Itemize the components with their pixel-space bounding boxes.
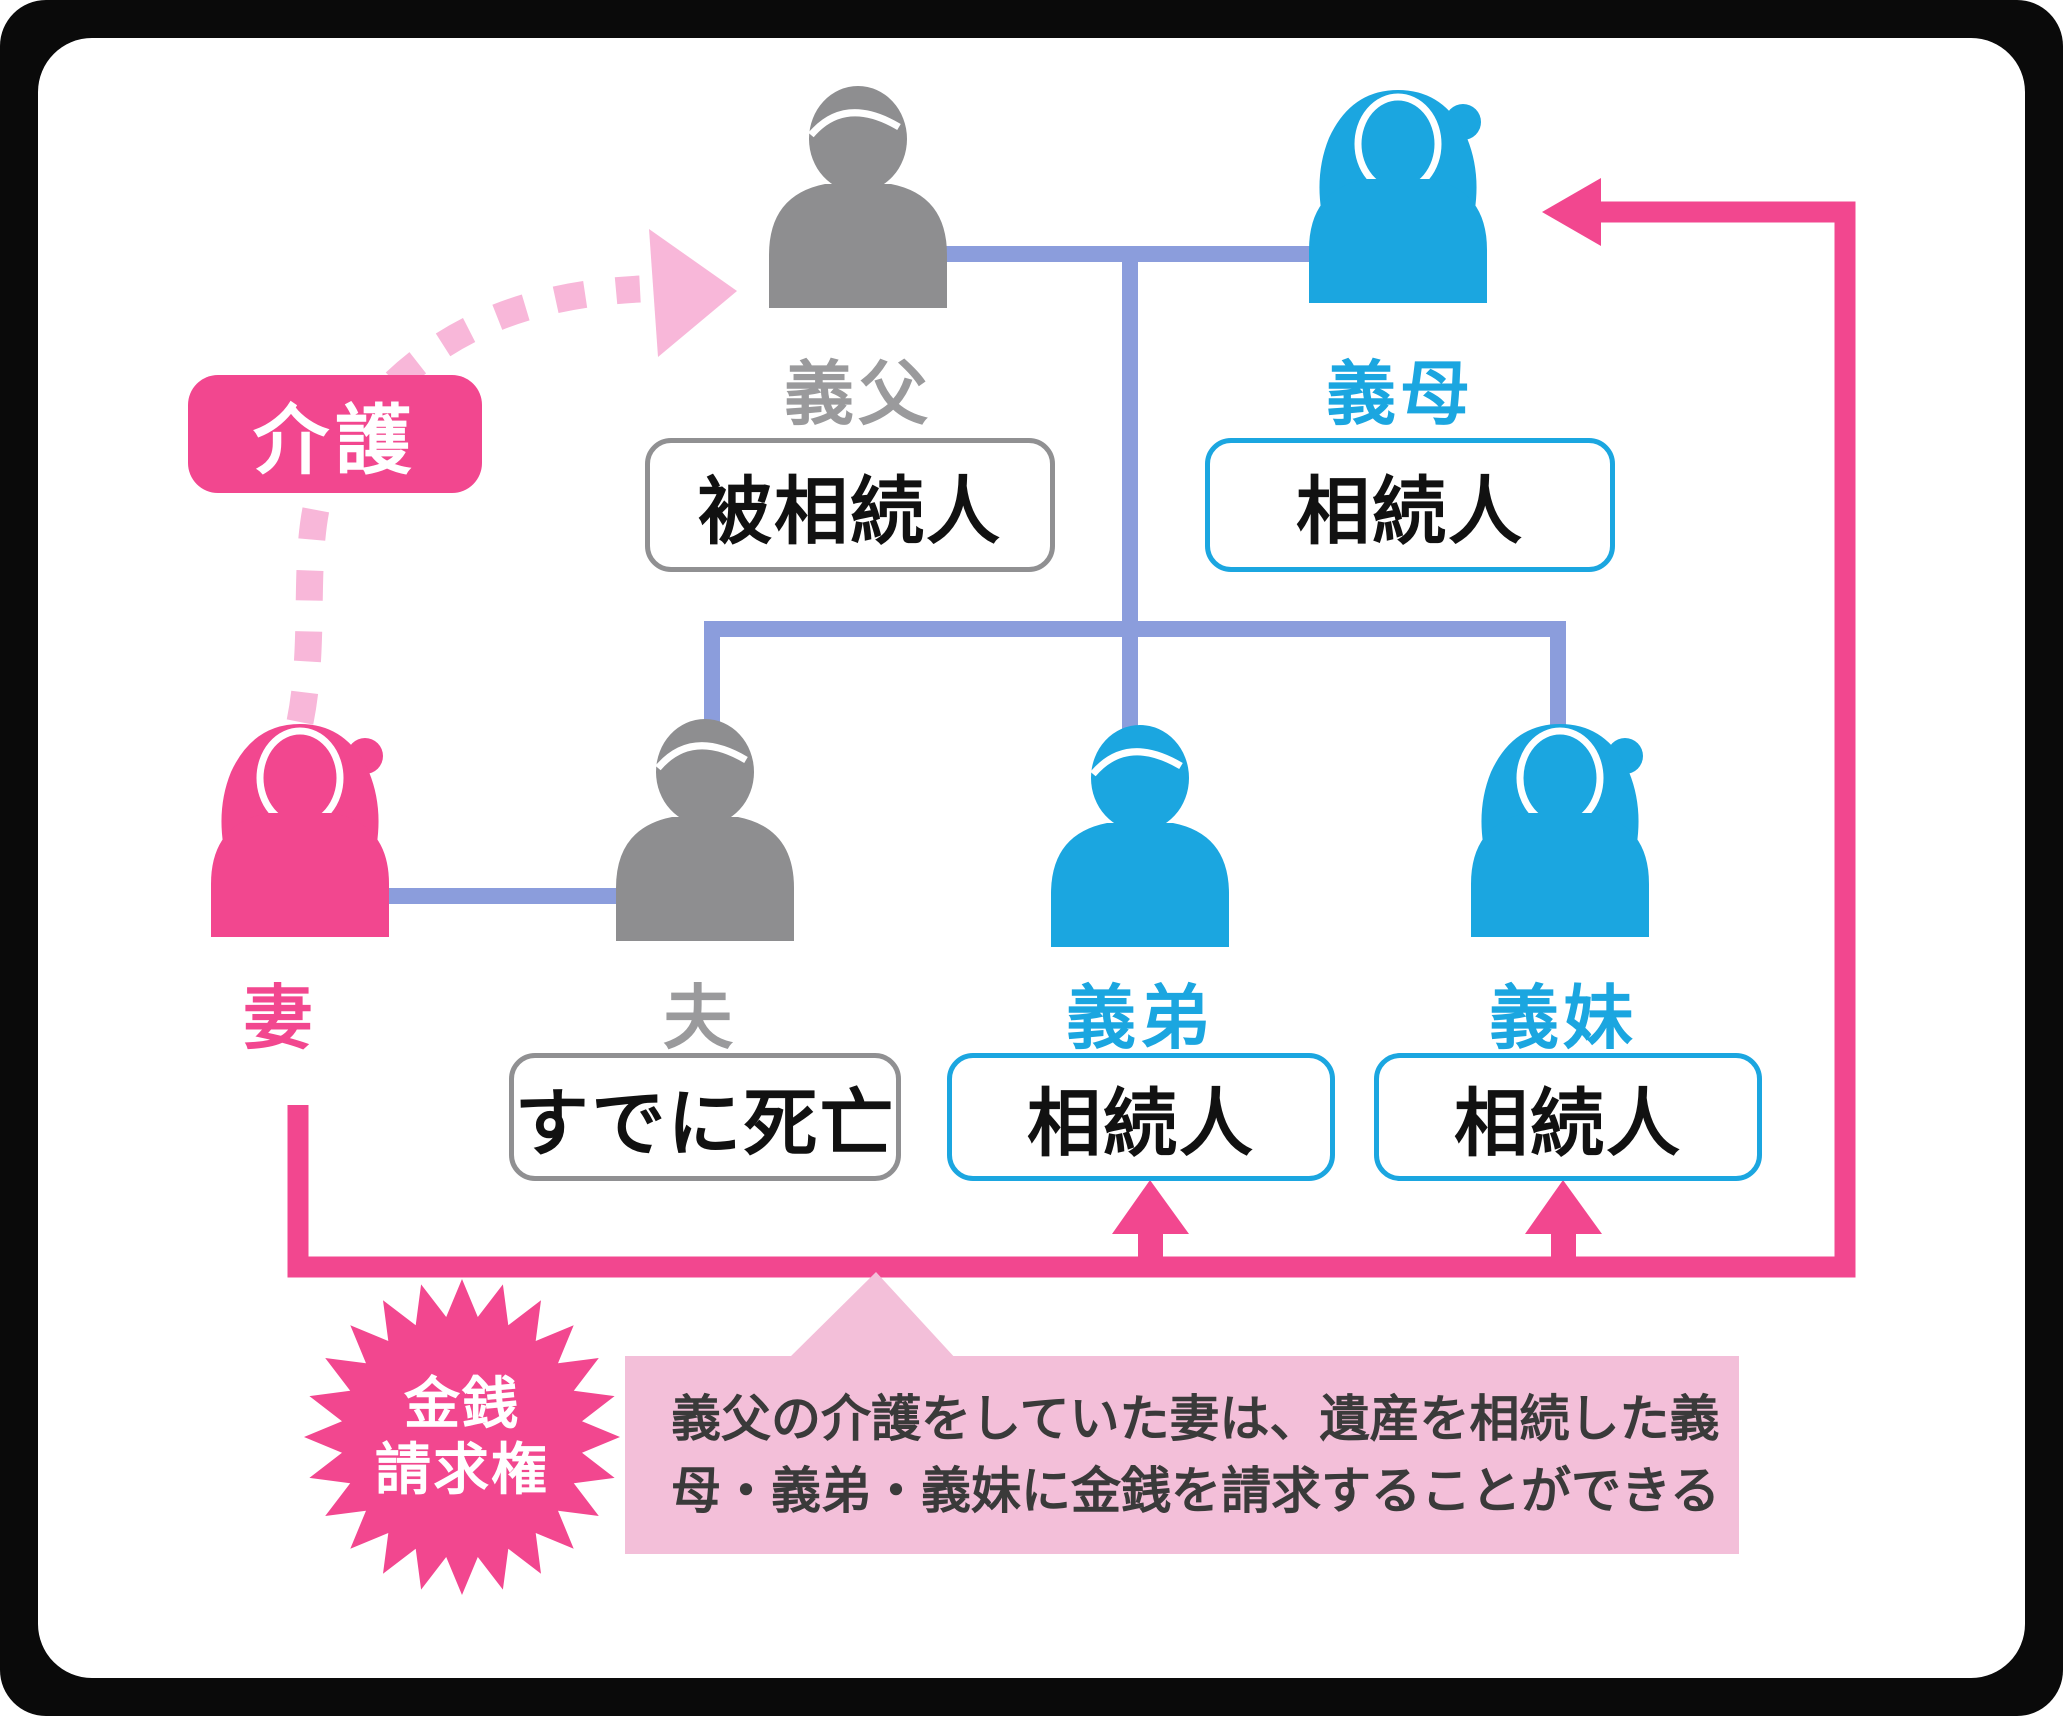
decedent-box: 被相続人: [645, 438, 1055, 572]
monetary-claim-starburst: 金銭 請求権: [302, 1277, 622, 1597]
sister-in-law-label: 義妹: [1489, 979, 1637, 1057]
husband-label: 夫: [663, 979, 737, 1057]
father-in-law-icon: [753, 83, 963, 308]
brother-in-law-icon: [1035, 722, 1245, 947]
mother-in-law-label: 義母: [1326, 355, 1474, 433]
deceased-box: すでに死亡: [509, 1053, 901, 1181]
note-line1: 義父の介護をしていた妻は、遺産を相続した義: [671, 1391, 1720, 1447]
wife-icon: [195, 712, 405, 937]
heir-box-sister-in-law: 相続人: [1374, 1053, 1762, 1181]
care-badge: 介護: [188, 375, 482, 493]
husband-icon: [600, 716, 810, 941]
note-line2: 母・義弟・義妹に金銭を請求することができる: [671, 1463, 1720, 1519]
claim-line2: 請求権: [375, 1438, 549, 1501]
claim-path: [287, 201, 1856, 1278]
monetary-claim-text: 金銭 請求権: [302, 1277, 622, 1597]
brother-in-law-label: 義弟: [1066, 979, 1214, 1057]
mother-in-law-icon: [1293, 78, 1503, 303]
care-arrowhead-icon: [649, 229, 737, 357]
heir-box-brother-in-law: 相続人: [947, 1053, 1335, 1181]
claim-arrow-to-brother-in-law: [1112, 1180, 1189, 1260]
explanation-note: 義父の介護をしていた妻は、遺産を相続した義 母・義弟・義妹に金銭を請求することが…: [625, 1356, 1739, 1554]
sister-in-law-icon: [1455, 712, 1665, 937]
wife-label: 妻: [243, 979, 317, 1057]
father-in-law-label: 義父: [784, 355, 932, 433]
claim-line1: 金銭: [404, 1372, 520, 1435]
claim-arrow-to-sister-in-law: [1525, 1180, 1602, 1260]
note-pointer: [787, 1272, 957, 1360]
claim-arrowhead-to-mother-in-law: [1542, 178, 1601, 246]
heir-box-mother-in-law: 相続人: [1205, 438, 1615, 572]
care-dashed-line: [286, 275, 641, 725]
